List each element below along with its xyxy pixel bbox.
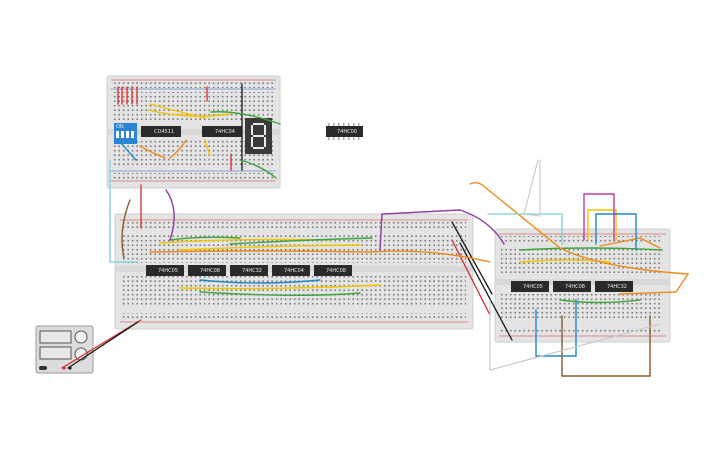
chip-mid-2[interactable]: 74HC08 — [188, 265, 226, 276]
chip-loose-label: 74HC00 — [337, 129, 357, 135]
chip-mid-1-label: 74HC05 — [158, 268, 178, 274]
chip-top-1-label: CD4511 — [154, 129, 174, 135]
chip-mid-4[interactable]: 74HC04 — [272, 265, 310, 276]
chip-mid-3[interactable]: 74HC32 — [230, 265, 268, 276]
chip-right-3[interactable]: 74HC32 — [595, 281, 633, 292]
breadboard-middle[interactable] — [114, 213, 474, 330]
chip-right-3-label: 74HC32 — [607, 284, 627, 290]
chip-mid-5-label: 74HC08 — [326, 268, 346, 274]
chip-right-2[interactable]: 74HC08 — [553, 281, 591, 292]
chip-mid-5[interactable]: 74HC08 — [314, 265, 352, 276]
chip-mid-1[interactable]: 74HC05 — [146, 265, 184, 276]
wires — [61, 83, 690, 377]
chip-mid-2-label: 74HC08 — [200, 268, 220, 274]
chip-top-2[interactable]: 74HC04 — [202, 126, 242, 137]
chip-top-2-label: 74HC04 — [215, 129, 235, 135]
chip-mid-4-label: 74HC04 — [284, 268, 304, 274]
chip-right-2-label: 74HC08 — [565, 284, 585, 290]
chip-top-1[interactable]: CD4511 — [141, 126, 181, 137]
chip-right-1[interactable]: 74HC05 — [511, 281, 549, 292]
chip-mid-3-label: 74HC32 — [242, 268, 262, 274]
dip-switch[interactable]: ON — [114, 123, 137, 144]
chip-right-1-label: 74HC05 — [523, 284, 543, 290]
seven-segment-display[interactable] — [245, 118, 272, 154]
chip-loose[interactable]: 74HC00 — [326, 123, 363, 140]
dip-switch-label: ON — [116, 124, 124, 130]
